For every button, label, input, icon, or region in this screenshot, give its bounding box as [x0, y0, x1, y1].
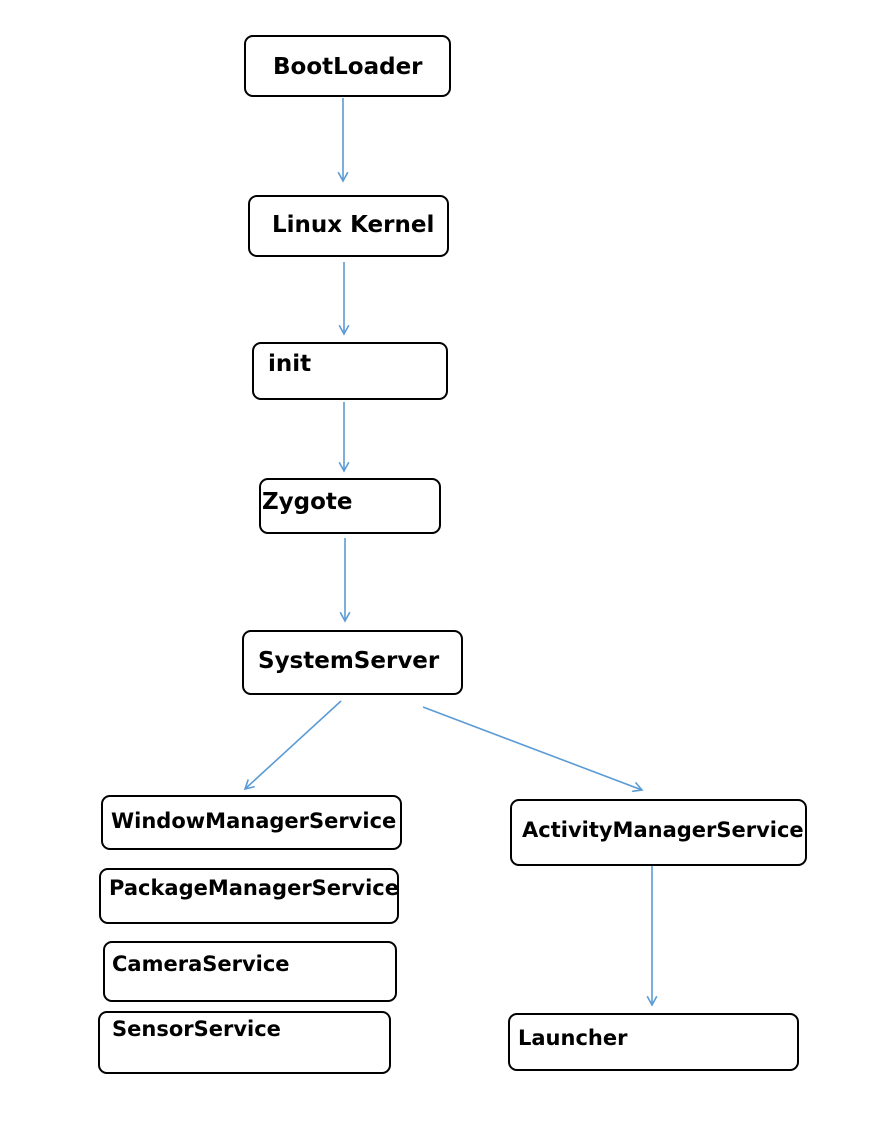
- node-sensorservice: SensorService: [98, 1011, 391, 1074]
- node-zygote: Zygote: [259, 478, 441, 534]
- node-packagemanagerservice-label: PackageManagerService: [109, 876, 399, 900]
- node-launcher-label: Launcher: [518, 1026, 628, 1050]
- node-init: init: [252, 342, 448, 400]
- node-packagemanagerservice: PackageManagerService: [99, 868, 399, 924]
- node-bootloader-label: BootLoader: [273, 54, 423, 80]
- arrow-shaft: [422, 706, 643, 791]
- node-cameraservice: CameraService: [103, 941, 397, 1002]
- node-sensorservice-label: SensorService: [112, 1017, 281, 1041]
- node-windowmanagerservice-label: WindowManagerService: [111, 809, 397, 833]
- arrowhead-icon: [338, 461, 350, 473]
- arrowhead-icon: [337, 171, 349, 183]
- node-windowmanagerservice: WindowManagerService: [101, 795, 402, 850]
- node-bootloader: BootLoader: [244, 35, 451, 97]
- node-systemserver: SystemServer: [242, 630, 463, 695]
- arrow-systemserver-to-wms: [243, 700, 342, 791]
- arrowhead-icon: [646, 995, 658, 1007]
- arrowhead-icon: [339, 611, 351, 623]
- node-activitymanagerservice: ActivityManagerService: [510, 799, 807, 866]
- arrow-bootloader-to-kernel: [337, 98, 349, 183]
- arrow-shaft: [244, 700, 342, 790]
- arrow-init-to-zygote: [338, 402, 350, 473]
- node-cameraservice-label: CameraService: [112, 952, 290, 976]
- arrow-ams-to-launcher: [646, 866, 658, 1007]
- node-activitymanagerservice-label: ActivityManagerService: [522, 818, 804, 842]
- node-linux-kernel: Linux Kernel: [248, 195, 449, 257]
- arrow-zygote-to-systemserver: [339, 538, 351, 623]
- node-init-label: init: [268, 351, 312, 377]
- node-linux-kernel-label: Linux Kernel: [272, 212, 435, 238]
- node-launcher: Launcher: [508, 1013, 799, 1071]
- arrowhead-icon: [243, 779, 255, 791]
- node-systemserver-label: SystemServer: [258, 648, 440, 674]
- arrow-systemserver-to-ams: [422, 706, 644, 793]
- arrowhead-icon: [338, 324, 350, 336]
- node-zygote-label: Zygote: [262, 489, 353, 515]
- arrow-kernel-to-init: [338, 262, 350, 336]
- arrowhead-icon: [631, 781, 644, 793]
